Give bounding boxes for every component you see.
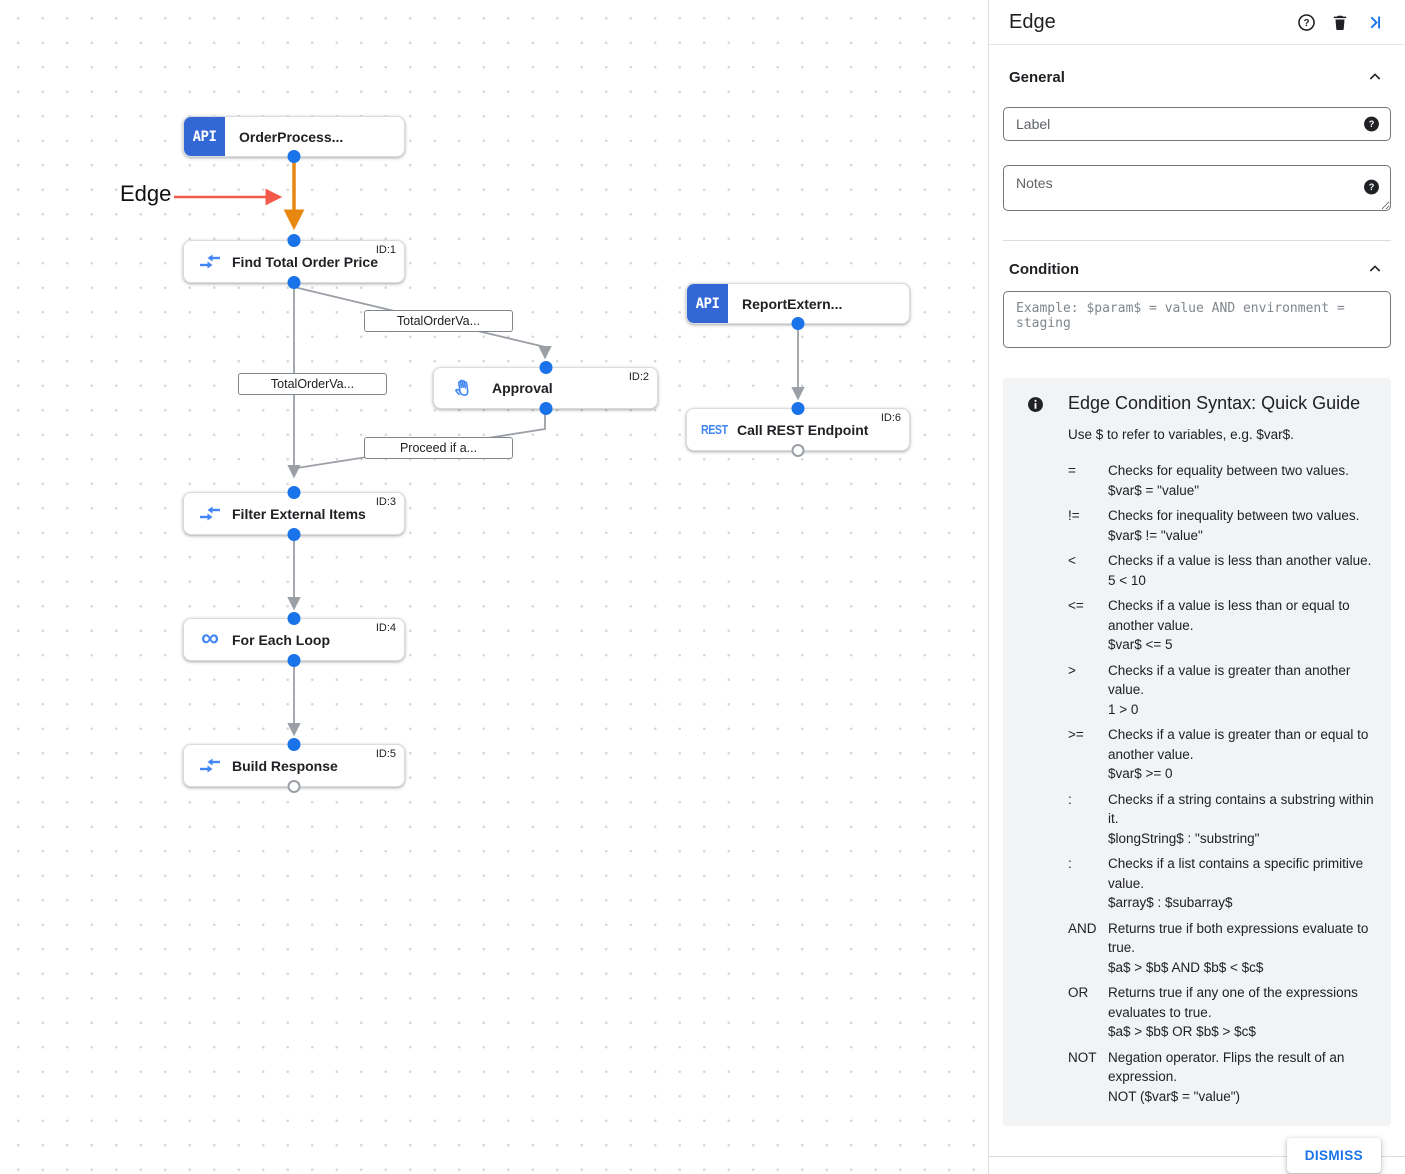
node-approval[interactable]: Approval ID:2 (433, 361, 658, 415)
guide-row-greater-equal: >= Checks if a value is greater than or … (1068, 727, 1369, 781)
edge-label-total-order-to-filter[interactable]: TotalOrderVa... (238, 373, 387, 395)
condition-syntax-guide: Edge Condition Syntax: Quick Guide Use $… (1003, 378, 1391, 1126)
notes-textarea[interactable] (1003, 165, 1391, 211)
input-connector-dot[interactable] (287, 234, 301, 247)
trash-icon (1333, 15, 1347, 30)
help-icon: ? (1297, 13, 1315, 31)
guide-row-greater-than: > Checks if a value is greater than anot… (1068, 662, 1351, 717)
node-label: Approval (492, 380, 553, 396)
output-connector-dot[interactable] (791, 444, 805, 457)
node-call-rest-endpoint[interactable]: REST Call REST Endpoint ID:6 (686, 402, 910, 457)
chevron-up-icon (1369, 265, 1381, 272)
output-connector-dot[interactable] (287, 150, 301, 163)
node-label: Build Response (232, 757, 338, 774)
node-label: Call REST Endpoint (737, 421, 869, 438)
condition-section-title: Condition (1009, 260, 1079, 278)
guide-row-equals: = Checks for equality between two values… (1068, 463, 1349, 498)
guide-row-not-equals: != Checks for inequality between two val… (1068, 508, 1360, 543)
label-help-icon[interactable]: ? (1363, 116, 1380, 133)
node-report-extern-trigger[interactable]: API ReportExtern... (686, 283, 910, 330)
data-mapping-icon (197, 757, 223, 775)
guide-row-string-contains: : Checks if a string contains a substrin… (1068, 791, 1374, 846)
collapse-general-button[interactable] (1365, 67, 1385, 87)
panel-footer: DISMISS (989, 1134, 1405, 1174)
input-connector-dot[interactable] (287, 612, 301, 625)
input-connector-dot[interactable] (287, 738, 301, 751)
api-trigger-icon: API (184, 117, 225, 156)
guide-row-less-equal: <= Checks if a value is less than or equ… (1068, 598, 1350, 652)
node-order-process-trigger[interactable]: API OrderProcess... (183, 116, 405, 163)
guide-row-and: AND Returns true if both expressions eva… (1068, 920, 1369, 975)
label-field-wrap: ? (1003, 107, 1391, 141)
node-label: For Each Loop (232, 631, 330, 648)
node-build-response[interactable]: Build Response ID:5 (183, 738, 405, 793)
condition-section-header: Condition (1009, 259, 1385, 279)
collapse-panel-button[interactable] (1357, 5, 1391, 39)
output-connector-dot[interactable] (287, 276, 301, 289)
node-id-badge: ID:3 (375, 496, 396, 508)
edge-label-total-order-to-approval[interactable]: TotalOrderVa... (364, 310, 513, 332)
edge-properties-panel: Edge ? General (988, 0, 1405, 1174)
notes-help-icon[interactable]: ? (1363, 179, 1380, 196)
approval-hand-icon (450, 377, 476, 399)
node-label: OrderProcess... (239, 128, 344, 145)
output-connector-dot[interactable] (539, 402, 552, 415)
collapse-condition-button[interactable] (1365, 259, 1385, 279)
node-label: Find Total Order Price (232, 253, 378, 270)
api-trigger-icon: API (687, 284, 728, 323)
guide-intro: Use $ to refer to variables, e.g. $var$. (1068, 427, 1294, 442)
general-section-header: General (1009, 67, 1385, 87)
input-connector-dot[interactable] (287, 486, 301, 499)
edges-layer (174, 161, 805, 737)
node-id-badge: ID:4 (375, 622, 396, 634)
chevron-up-icon (1369, 73, 1381, 80)
notes-field-wrap: ? (1003, 165, 1391, 216)
guide-row-not: NOT Negation operator. Flips the result … (1068, 1049, 1345, 1104)
data-mapping-icon (197, 505, 223, 523)
info-icon (1028, 397, 1043, 412)
guide-row-list-contains: : Checks if a list contains a specific p… (1068, 856, 1364, 910)
output-connector-dot[interactable] (287, 780, 301, 793)
output-connector-dot[interactable] (791, 317, 805, 330)
node-label: ReportExtern... (742, 295, 843, 312)
help-button[interactable]: ? (1289, 5, 1323, 39)
data-mapping-icon (197, 253, 223, 271)
edge-find-to-approval[interactable] (293, 286, 552, 360)
node-id-badge: ID:5 (375, 748, 396, 760)
condition-textarea[interactable] (1003, 291, 1391, 348)
edge-label-proceed-if[interactable]: Proceed if a... (364, 437, 513, 459)
section-divider (1003, 240, 1391, 241)
node-label: Filter External Items (232, 505, 366, 522)
edge-annotation-label: Edge (120, 181, 172, 206)
rest-icon: REST (700, 422, 728, 437)
node-id-badge: ID:1 (375, 244, 396, 256)
node-for-each-loop[interactable]: ∞ For Each Loop ID:4 (183, 612, 405, 667)
node-id-badge: ID:6 (880, 412, 901, 424)
guide-row-or: OR Returns true if any one of the expres… (1068, 985, 1358, 1039)
footer-divider (989, 1156, 1405, 1157)
output-connector-dot[interactable] (287, 528, 301, 541)
node-find-total-order-price[interactable]: Find Total Order Price ID:1 (183, 234, 405, 289)
general-section-title: General (1009, 68, 1065, 86)
label-input[interactable] (1003, 107, 1391, 141)
collapse-right-icon (1370, 16, 1380, 28)
workflow-canvas[interactable]: Edge API OrderProcess... Find Total Orde… (0, 0, 988, 1174)
node-filter-external-items[interactable]: Filter External Items ID:3 (183, 486, 405, 541)
guide-row-less-than: < Checks if a value is less than another… (1068, 553, 1372, 588)
dismiss-button[interactable]: DISMISS (1286, 1138, 1381, 1173)
svg-text:?: ? (1303, 17, 1309, 28)
delete-edge-button[interactable] (1323, 5, 1357, 39)
node-id-badge: ID:2 (628, 371, 649, 383)
guide-title: Edge Condition Syntax: Quick Guide (1068, 393, 1361, 413)
input-connector-dot[interactable] (791, 402, 805, 415)
svg-text:?: ? (1369, 182, 1375, 192)
loop-infinity-icon: ∞ (201, 623, 219, 652)
input-connector-dot[interactable] (539, 361, 552, 374)
svg-text:?: ? (1369, 119, 1375, 129)
panel-header: Edge ? (989, 0, 1405, 45)
panel-title: Edge (1009, 10, 1056, 33)
output-connector-dot[interactable] (287, 654, 301, 667)
